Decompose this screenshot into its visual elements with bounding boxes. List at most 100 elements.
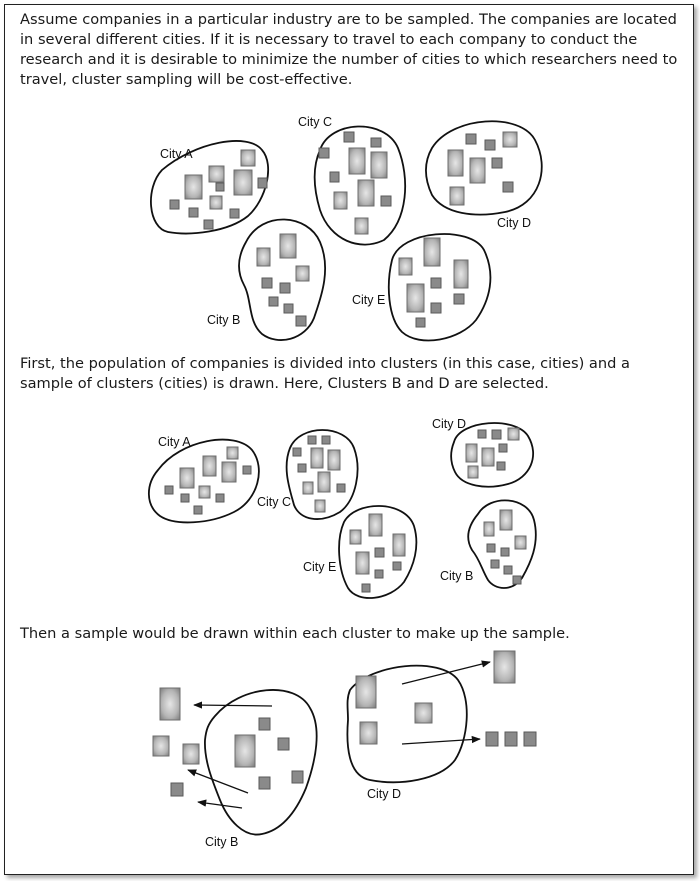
company-box [184,174,203,200]
company-box [234,734,256,768]
city-b-companies [256,233,310,327]
company-box [486,543,496,553]
company-box [314,499,326,513]
company-box [430,277,442,289]
company-box [355,675,377,709]
company-box [368,513,383,537]
company-box [500,547,510,557]
city-d-outline [346,664,468,784]
company-box [215,182,225,192]
city-c-outline [313,125,407,246]
company-box [321,435,331,445]
city-d-outline [425,120,543,216]
city-b-label: City B [205,835,238,849]
company-box [415,317,426,328]
company-box [414,702,433,724]
company-box [193,505,203,515]
city-b-companies [234,717,304,790]
company-box [361,583,371,593]
company-box [317,471,331,493]
company-box [453,259,469,289]
company-box [279,233,297,259]
company-box [188,207,199,218]
arrow [401,735,481,745]
company-box [374,547,385,558]
step2-paragraph: Then a sample would be drawn within each… [20,625,570,642]
company-box [302,481,314,495]
city-a-companies [169,149,268,230]
company-box [310,447,324,469]
company-box [256,247,271,267]
company-box [268,296,279,307]
company-box [406,283,425,313]
sampled-company-box [152,735,170,757]
company-box [318,147,330,159]
arrow [193,701,273,709]
diagram-3-within-cluster-sample: City D City B [152,650,537,849]
company-box [392,561,402,571]
company-box [215,493,225,503]
company-box [370,137,382,148]
company-box [484,139,496,151]
company-box [380,195,392,207]
company-box [209,195,223,210]
city-a-outline [147,438,260,524]
company-box [279,282,291,294]
city-c-label: City C [298,115,332,129]
intro-paragraph: Assume companies in a particular industr… [20,11,678,88]
step1-paragraph: First, the population of companies is di… [20,355,630,392]
company-box [483,521,495,537]
sampled-company-box [504,731,518,747]
company-box [398,257,413,276]
company-box [467,465,479,479]
company-box [202,455,217,477]
company-box [502,131,518,148]
company-box [355,551,370,575]
city-a-label: City A [160,147,193,161]
company-box [226,446,239,460]
company-box [208,165,225,183]
city-b-label: City B [440,569,473,583]
company-box [392,533,406,557]
city-e-companies [349,513,406,593]
city-a-outline [150,140,270,235]
company-box [512,575,522,585]
company-box [465,443,478,463]
company-box [447,149,464,177]
city-b-sampled-companies [152,687,200,797]
city-b-outline [204,689,318,836]
city-a-label: City A [158,435,191,449]
company-box [258,717,271,731]
company-box [453,293,465,305]
company-box [502,181,514,193]
company-box [499,509,513,531]
diagram-2-clusters: City A City C City D City E City B [147,417,537,599]
company-box [295,265,310,282]
sampled-company-box [485,731,499,747]
company-box [477,429,487,439]
city-c-companies [318,131,392,235]
company-box [503,565,513,575]
company-box [348,147,366,175]
company-box [257,177,268,189]
city-c-label: City C [257,495,291,509]
city-e-label: City E [352,293,385,307]
city-d-outline [450,422,534,488]
arrow [401,660,491,685]
company-box [203,219,214,230]
company-box [240,149,256,167]
company-box [359,721,378,745]
company-box [179,467,195,489]
company-box [430,302,442,314]
company-box [498,443,508,453]
city-b-label: City B [207,313,240,327]
city-c-outline [285,429,359,520]
arrow [197,799,243,809]
company-box [169,199,180,210]
company-box [496,461,506,471]
city-b-outline [238,218,327,341]
sampled-company-box [170,782,184,797]
city-c-companies [292,435,346,513]
company-box [261,277,273,289]
